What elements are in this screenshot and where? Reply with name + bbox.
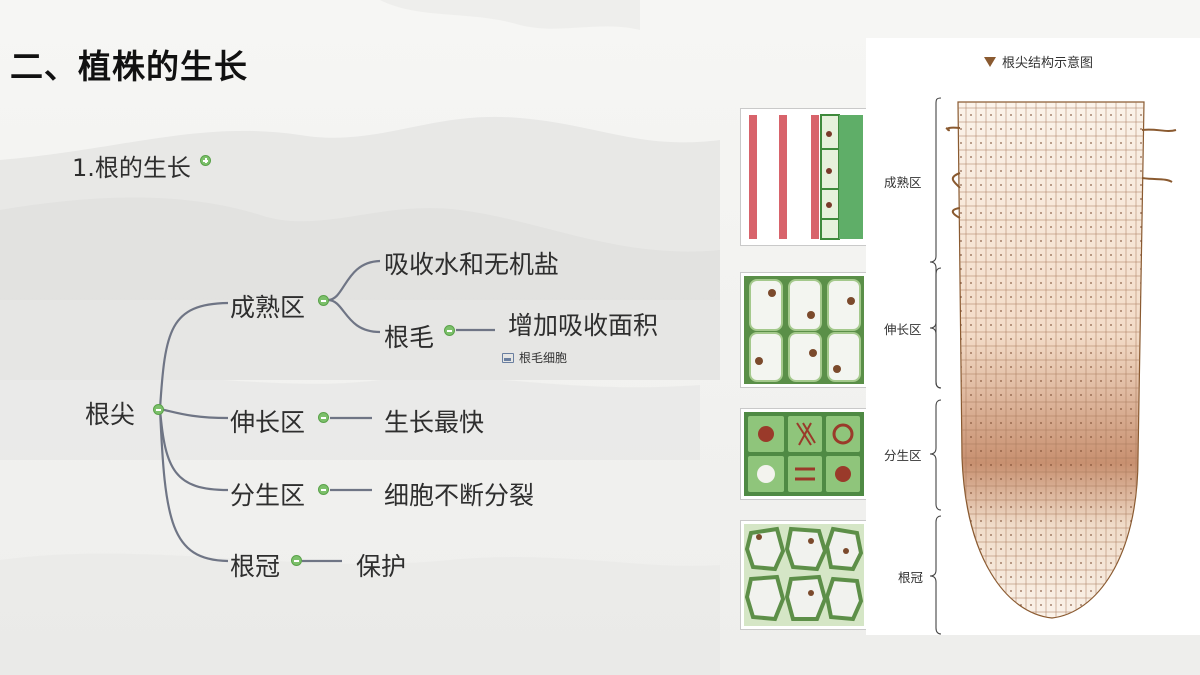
connector-cap	[158, 408, 229, 563]
cell-image-meristem	[740, 408, 868, 500]
branch-cap: 根冠	[230, 552, 281, 581]
node-area: 增加吸收面积	[508, 311, 659, 340]
expand-icon[interactable]	[200, 155, 211, 166]
zone-cap: 根冠	[898, 570, 924, 585]
branch-maturation: 成熟区	[230, 293, 306, 322]
root-tip-drawing	[929, 97, 1177, 635]
collapse-icon[interactable]	[291, 555, 302, 566]
collapse-icon[interactable]	[318, 295, 329, 306]
mindmap-connectors	[158, 259, 495, 563]
collapse-icon[interactable]	[318, 412, 329, 423]
cell-image-maturation	[740, 108, 868, 246]
image-note-label: 根毛细胞	[519, 351, 568, 365]
zone-elongation: 伸长区	[884, 322, 922, 337]
connector-elongation	[159, 407, 229, 420]
branch-meristem: 分生区	[230, 481, 306, 510]
diagram-title: 根尖结构示意图	[984, 52, 1093, 71]
node-divide: 细胞不断分裂	[384, 481, 535, 510]
image-note[interactable]: 根毛细胞	[502, 349, 567, 366]
collapse-icon[interactable]	[318, 484, 329, 495]
node-roothair: 根毛	[384, 323, 435, 352]
triangle-icon	[984, 56, 996, 67]
connector-roothair	[327, 298, 381, 334]
root-tip-diagram: 根尖结构示意图	[866, 38, 1200, 635]
cell-image-cap	[740, 520, 868, 630]
image-icon	[502, 352, 514, 363]
connector-maturation	[158, 301, 229, 410]
topic-label: 1.根的生长	[72, 154, 191, 182]
node-absorb: 吸收水和无机盐	[384, 250, 560, 279]
connector-meristem	[158, 408, 229, 492]
mindmap-root: 根尖	[85, 400, 136, 429]
branch-elongation: 伸长区	[230, 408, 306, 437]
connector-absorb	[327, 259, 381, 302]
node-fast: 生长最快	[384, 408, 485, 437]
zone-maturation: 成熟区	[884, 175, 922, 190]
slide-title: 二、植株的生长	[10, 47, 248, 86]
zone-meristem: 分生区	[884, 448, 922, 463]
collapse-icon[interactable]	[444, 325, 455, 336]
cell-image-elongation	[740, 272, 868, 388]
collapse-icon[interactable]	[153, 404, 164, 415]
node-protect: 保护	[356, 552, 407, 581]
